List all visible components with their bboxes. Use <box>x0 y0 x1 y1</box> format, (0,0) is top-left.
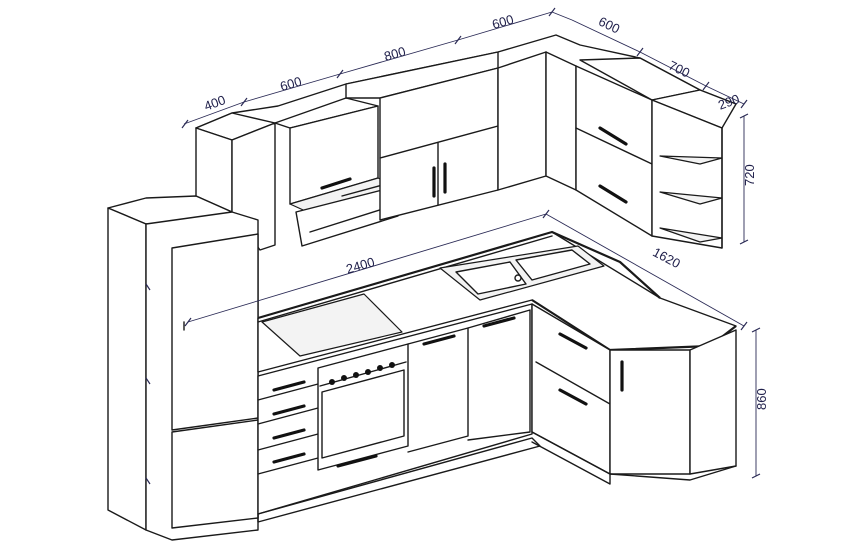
dimension-lines <box>145 7 761 485</box>
dim-label-720: 720 <box>742 164 757 186</box>
dim-label-400: 400 <box>202 92 228 114</box>
dim-label-860: 860 <box>754 388 769 410</box>
dim-label-600-a: 600 <box>278 74 303 94</box>
dim-label-290: 290 <box>716 91 742 113</box>
dim-label-1620: 1620 <box>650 244 683 271</box>
base-cabinets <box>257 230 737 523</box>
fridge-column <box>107 195 259 541</box>
dim-label-800: 800 <box>382 44 407 64</box>
upper-cabinets <box>195 34 737 251</box>
dim-label-600-b: 600 <box>490 12 515 32</box>
dim-label-2400: 2400 <box>344 254 376 276</box>
